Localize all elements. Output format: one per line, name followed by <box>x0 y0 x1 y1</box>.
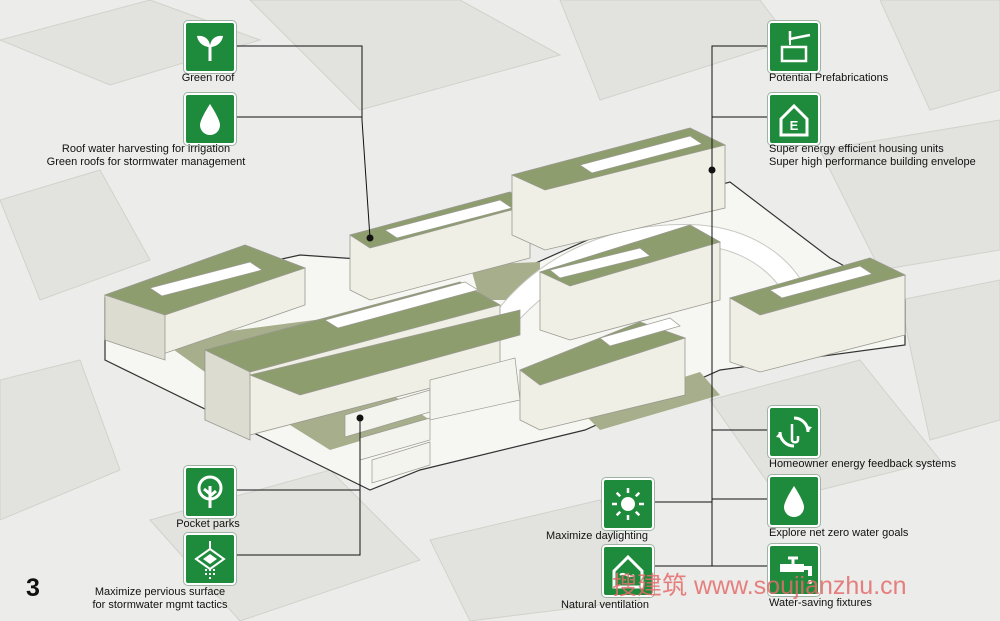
caption-roof-water: Roof water harvesting for irrigation Gre… <box>46 143 246 168</box>
leader-dots <box>356 166 716 422</box>
pervious-surface-icon <box>184 533 236 585</box>
feedback-cycle-icon <box>768 406 820 458</box>
water-drop-icon <box>768 475 820 527</box>
faucet-icon <box>768 544 820 596</box>
caption-ventilation: Natural ventilation <box>560 599 650 611</box>
caption-prefab: Potential Prefabrications <box>769 72 889 84</box>
caption-green-roof: Green roof <box>181 72 235 84</box>
leader-lines <box>234 45 768 567</box>
caption-pocket-parks: Pocket parks <box>176 518 240 530</box>
caption-water-saving: Water-saving fixtures <box>769 597 872 609</box>
energy-letter: E <box>790 118 799 133</box>
crane-block-icon <box>768 21 820 73</box>
caption-net-zero-water: Explore net zero water goals <box>769 527 909 539</box>
sun-icon <box>602 478 654 530</box>
ventilation-house-icon <box>602 545 654 597</box>
caption-pervious: Maximize pervious surface for stormwater… <box>92 586 228 611</box>
caption-daylighting: Maximize daylighting <box>545 530 649 542</box>
caption-feedback: Homeowner energy feedback systems <box>769 458 957 470</box>
energy-house-icon: E <box>768 93 820 145</box>
stepped-terraces <box>344 357 521 484</box>
panel-number: 3 <box>26 574 40 602</box>
roof-monitors <box>149 135 873 347</box>
tree-icon <box>184 466 236 518</box>
sprout-icon <box>184 21 236 73</box>
water-drop-icon <box>184 93 236 145</box>
caption-energy-housing: Super energy efficient housing units Sup… <box>769 143 976 168</box>
watermark: 搜建筑 www.soujianzhu.cn <box>612 572 907 600</box>
